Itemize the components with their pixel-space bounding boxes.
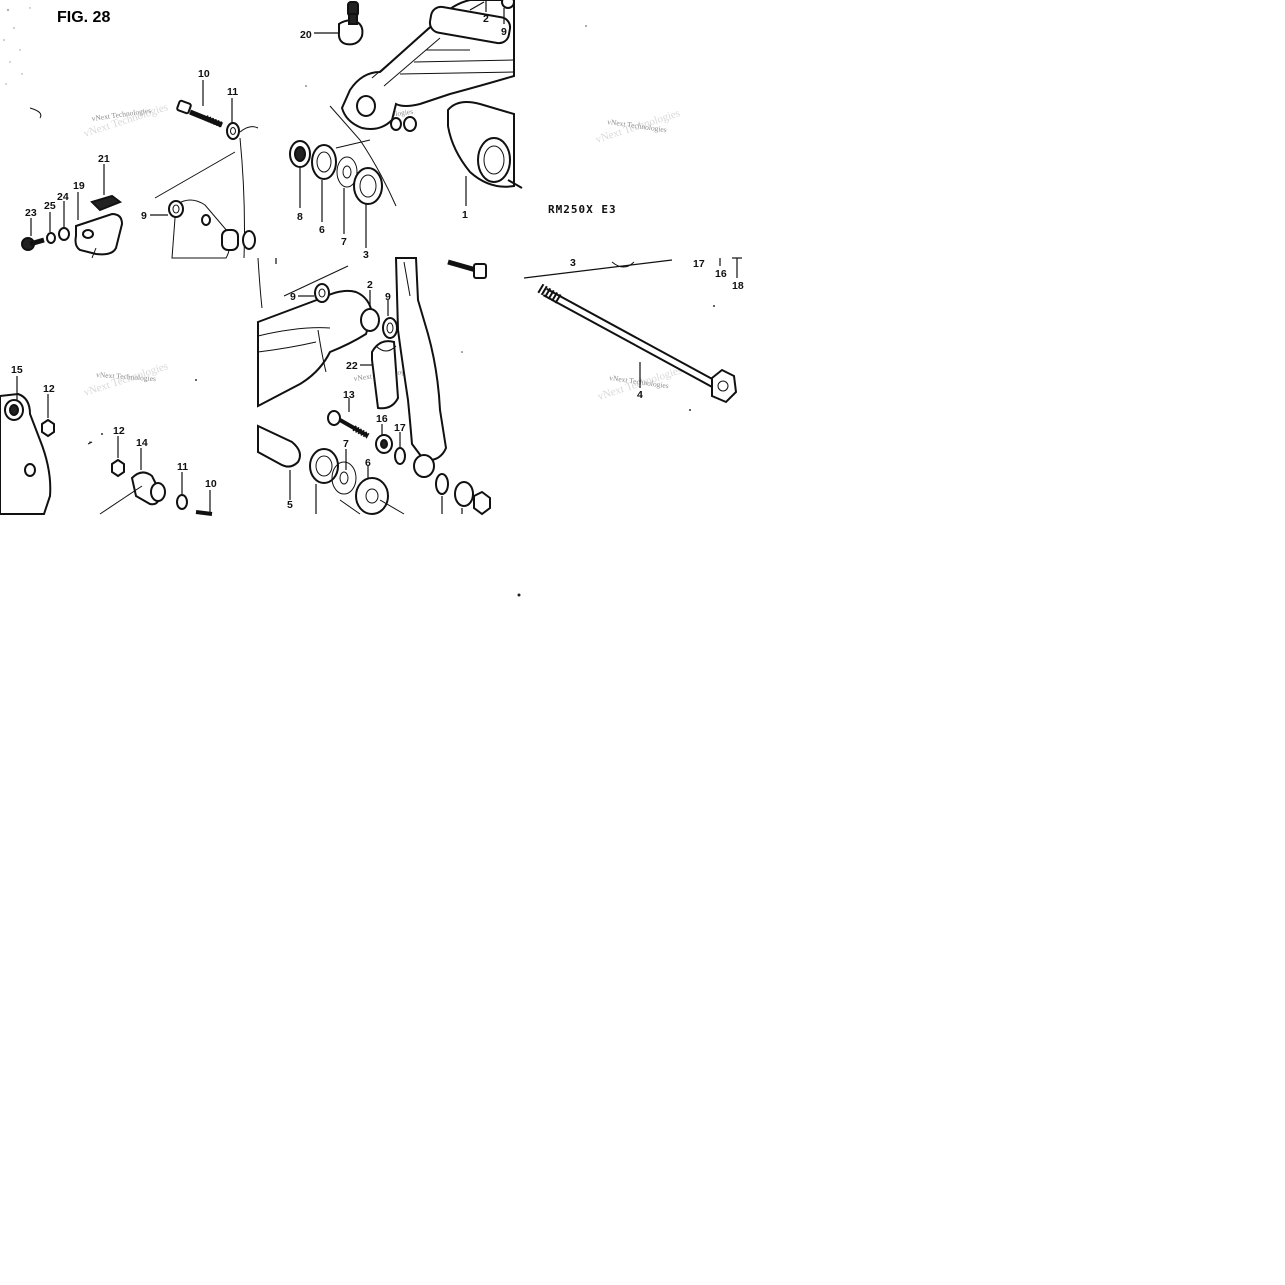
bolt-part xyxy=(21,237,45,251)
nut-part xyxy=(289,140,311,168)
figure-title: FIG. 28 xyxy=(57,9,110,26)
tile-bottom-middle xyxy=(257,257,491,516)
callout-label: 22 xyxy=(346,360,358,372)
callout-label: 2 xyxy=(483,13,489,25)
model-label: RM250X E3 xyxy=(548,203,617,216)
callout-label: 5 xyxy=(287,499,293,511)
callout-labels: 20 2 9 10 11 21 19 24 25 23 9 8 6 7 3 1 … xyxy=(11,13,744,511)
callout-label: 21 xyxy=(98,153,110,165)
collar-part xyxy=(454,481,474,507)
callout-label: 25 xyxy=(44,200,56,212)
callout-label: 7 xyxy=(341,236,347,248)
callout-label: 9 xyxy=(385,291,391,303)
watermark: vNext Technologies xyxy=(594,107,681,146)
callout-label: 9 xyxy=(141,210,147,222)
washer-part xyxy=(176,494,188,510)
callout-label: 17 xyxy=(693,258,705,270)
callout-label: 19 xyxy=(73,180,85,192)
callout-label: 3 xyxy=(570,257,576,269)
callout-label: 8 xyxy=(297,211,303,223)
tile-mid-right xyxy=(523,257,742,411)
o-ring-part xyxy=(435,473,449,495)
collar-part xyxy=(221,229,239,251)
callout-label: 4 xyxy=(637,389,643,401)
callout-label: 11 xyxy=(227,86,238,98)
washer-part xyxy=(58,227,70,241)
callout-label: 1 xyxy=(462,209,468,221)
callout-label: 7 xyxy=(343,438,349,450)
scan-noise xyxy=(3,7,587,597)
callout-label: 15 xyxy=(11,364,23,376)
callout-label: 10 xyxy=(205,478,217,490)
nut-part xyxy=(473,490,491,516)
callout-label: 16 xyxy=(715,268,727,280)
callout-label: 13 xyxy=(343,389,355,401)
frame-plate xyxy=(0,392,52,515)
tile-top-left xyxy=(21,80,259,259)
swingarm-part xyxy=(257,289,374,408)
washer-part xyxy=(331,461,357,495)
callout-label: 12 xyxy=(43,383,55,395)
spacer-part xyxy=(371,340,400,410)
pivot-bolt-part xyxy=(537,283,738,404)
dust-seal-part xyxy=(311,144,337,180)
callout-label: 18 xyxy=(732,280,744,292)
bolt-part xyxy=(327,410,370,439)
callout-label: 16 xyxy=(376,413,388,425)
nut-part xyxy=(111,458,125,478)
callout-label: 9 xyxy=(290,291,296,303)
washer-part xyxy=(336,156,358,188)
callout-label: 20 xyxy=(300,29,312,41)
callout-label: 17 xyxy=(394,422,406,434)
callout-label: 6 xyxy=(319,224,325,236)
guard-plate-part xyxy=(74,212,124,256)
callout-label: 6 xyxy=(365,457,371,469)
washer-part xyxy=(226,122,240,140)
o-ring-part xyxy=(394,447,406,465)
watermark: vNext Technologies xyxy=(96,370,157,383)
callout-label: 23 xyxy=(25,207,37,219)
rubber-cushion-part xyxy=(90,194,123,212)
callout-label: 3 xyxy=(363,249,369,261)
callout-label: 9 xyxy=(501,26,507,38)
leader-line xyxy=(523,259,673,279)
tile-bottom-left xyxy=(0,376,213,516)
collar-part xyxy=(360,308,380,332)
callout-label: 10 xyxy=(198,68,210,80)
callout-label: 24 xyxy=(57,191,69,203)
dust-seal-part xyxy=(382,317,398,339)
bolt-part xyxy=(176,99,224,128)
dust-seal-part xyxy=(355,477,389,515)
nut-part xyxy=(41,418,55,438)
tile-top-middle xyxy=(289,0,523,248)
watermark: vNext Technologies xyxy=(82,360,169,399)
dust-seal-part xyxy=(314,283,330,303)
washer-part xyxy=(46,232,56,244)
bolt-part xyxy=(447,259,487,279)
callout-label: 12 xyxy=(113,425,125,437)
needle-bearing-part xyxy=(309,448,339,484)
needle-bearing-part xyxy=(353,167,383,205)
callout-label: 2 xyxy=(367,279,373,291)
callout-label: 14 xyxy=(136,437,148,449)
callout-label: 11 xyxy=(177,461,188,473)
dust-seal-part xyxy=(168,200,184,218)
pivot-pipe-part xyxy=(257,424,301,468)
